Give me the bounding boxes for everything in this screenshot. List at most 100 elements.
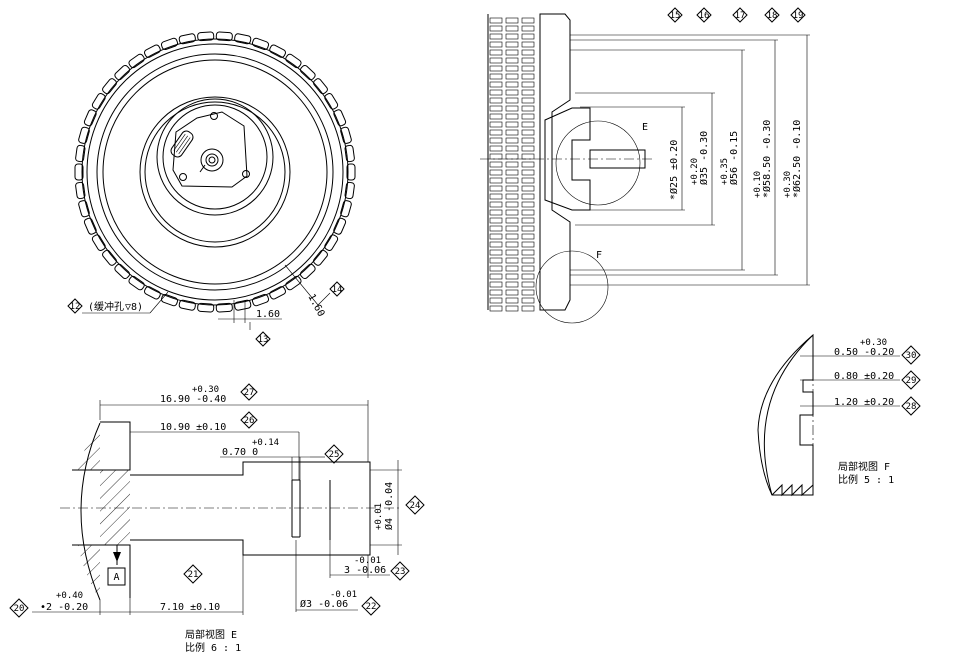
tread-rib [505,265,519,272]
tread-rib [521,297,535,304]
callout-12-text: 12 [70,302,81,312]
tread-rib [489,185,503,192]
dim23-upper: -0.01 [354,556,381,566]
dim28-text: 1.20 ±0.20 [834,397,894,408]
tread-rib [489,225,503,232]
svg-text:27: 27 [244,388,255,398]
tread-rib [521,73,535,80]
tread-rib [505,153,519,160]
tread-rib [505,233,519,240]
callout-22: 22 [361,596,381,616]
tread-rib [505,89,519,96]
detail-F-view: +0.30 0.50 -0.20 0.80 ±0.20 1.20 ±0.20 3… [757,333,921,497]
svg-text:24: 24 [410,501,421,511]
tread-bump [299,263,316,280]
tread-rib [489,193,503,200]
tread-rib [521,97,535,104]
rivet-left [179,173,187,181]
shaft-outline [130,461,371,556]
section-view: E F *Ø25 ±0.20 +0.20 Ø35 -0.30 +0.35 Ø56… [480,7,810,324]
detail-F-tread-teeth [771,483,814,497]
tread-rib [521,281,535,288]
tread-bump [215,31,233,42]
svg-text:21: 21 [188,570,199,580]
dim-7-10-text: 7.10 ±0.10 [160,602,220,613]
axle-inner [205,153,219,167]
tread-rib [505,217,519,224]
tread-bump [78,126,90,144]
tread-rib [489,137,503,144]
callout-25: 25 [324,444,344,464]
tread-bump [114,64,131,81]
axle-clip [199,164,206,173]
tread-rib [521,233,535,240]
tread-rib [489,233,503,240]
tread-rib [521,193,535,200]
tread-rib [505,161,519,168]
callout-17: 17 [732,7,748,23]
dim26-text: 10.90 ±0.10 [160,422,226,433]
dim25-value: 0.70 0 [222,447,258,458]
tread-ribs [489,17,535,312]
tread-bump [91,234,106,251]
dim-d25: *Ø25 ±0.20 [668,140,680,200]
callout-28: 28 [901,396,921,416]
svg-text:25: 25 [329,450,340,460]
dim-d35-upper: +0.20 [690,158,700,185]
hub-circle [144,101,286,243]
tread-rib [521,105,535,112]
tread-rib [489,201,503,208]
tread-rib [521,241,535,248]
tread-rib [505,65,519,72]
tread-bump [340,200,352,218]
hub-boss-circle [156,98,274,216]
tread-rib [521,217,535,224]
rim-section-hatch [539,13,571,311]
tread-bump [128,275,145,291]
dim22-upper: -0.01 [330,590,357,600]
callout-14-leader [317,292,331,306]
tread-bump [269,44,286,58]
dim20-value: •2 -0.20 [40,602,88,613]
tread-rib [489,25,503,32]
tread-rib [505,297,519,304]
tread-rib [505,209,519,216]
tread-rib [521,89,535,96]
tread-rib [521,17,535,24]
callout-21: 21 [183,564,203,584]
tread-rib [505,249,519,256]
dim30-value: 0.50 -0.20 [834,347,894,358]
tread-rib [505,81,519,88]
svg-text:19: 19 [793,11,804,21]
triangular-hub-plate [172,111,248,188]
tread-rib [505,97,519,104]
callout-27: 27 [240,383,258,401]
tread-rib [505,281,519,288]
tread-rib [505,185,519,192]
tread-bump [324,93,339,110]
callout-19: 19 [790,7,806,23]
callout-16: 16 [696,7,712,23]
dim-1-60-angled-line [284,264,319,306]
callout-24: 24 [405,495,425,515]
svg-text:20: 20 [14,604,25,614]
tread-rib [505,241,519,248]
tread-bump [344,181,355,200]
tread-rib [489,297,503,304]
tread-rib [489,33,503,40]
dim27-value: 16.90 -0.40 [160,394,226,405]
tread-rib [505,137,519,144]
dim-d625: *Ø62.50 -0.10 [791,120,803,198]
tread-rib [505,105,519,112]
tread-rib [489,65,503,72]
tread-rib [489,73,503,80]
tread-rib [489,273,503,280]
dim-d585: *Ø58.50 -0.30 [761,120,773,198]
detail-F-caption-1: 局部视图 F [838,460,890,473]
detail-F-caption-2: 比例 5 : 1 [838,473,894,486]
dim25-upper: +0.14 [252,438,279,448]
tread-bump [269,286,286,300]
detail-E-hatch [78,423,130,600]
tread-bump [83,217,97,235]
